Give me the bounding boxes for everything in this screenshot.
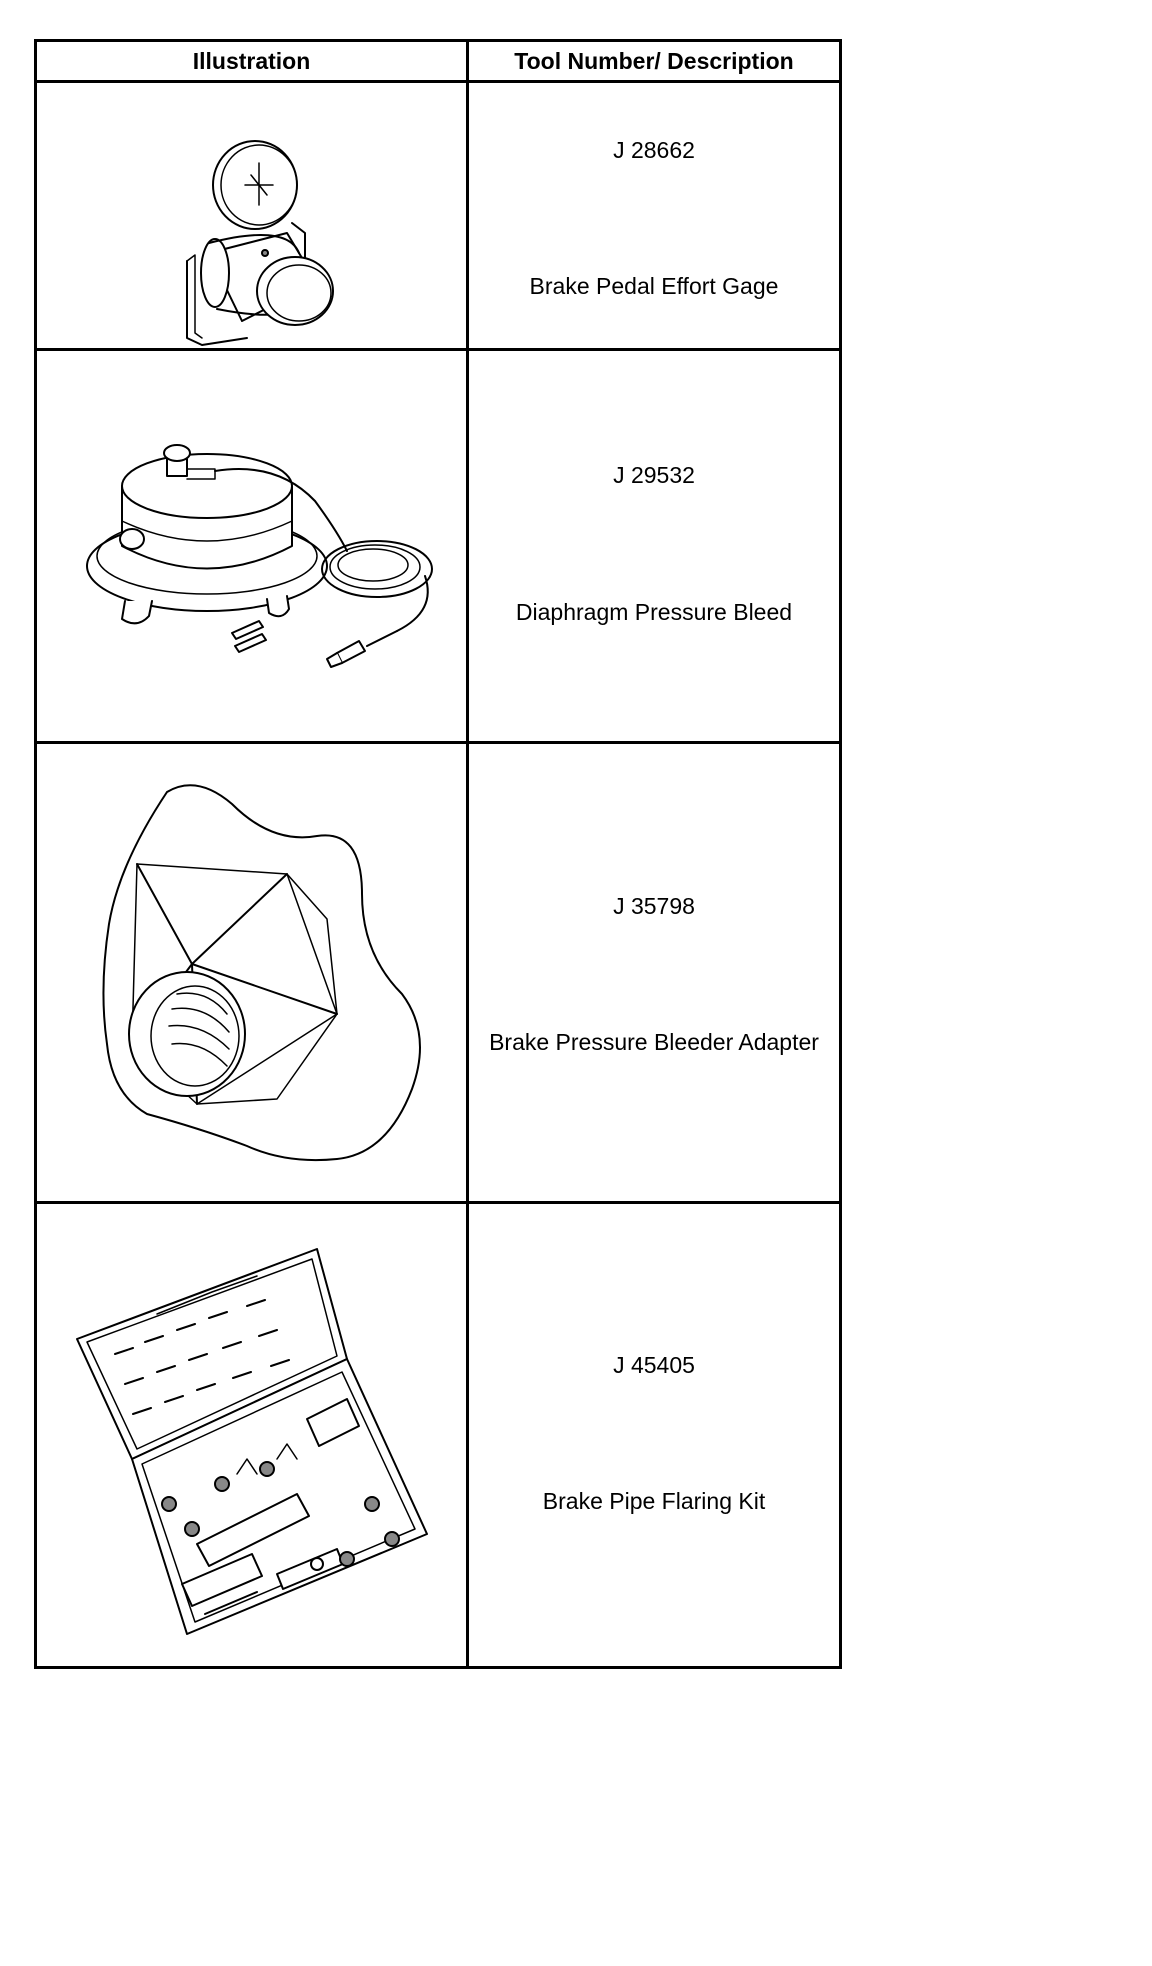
tool-description-cell: J 28662 Brake Pedal Effort Gage (469, 83, 839, 348)
tool-description-column-header: Tool Number/ Description (514, 47, 794, 74)
illustration-cell (37, 744, 469, 1201)
pressure-bleeder-icon (86, 444, 433, 668)
flaring-kit-case-icon (76, 1248, 428, 1635)
tool-number: J 29532 (613, 462, 695, 488)
tool-description: Brake Pedal Effort Gage (529, 273, 779, 299)
illustration-column-header: Illustration (37, 42, 469, 80)
tool-number: J 28662 (613, 137, 695, 163)
tool-description: Brake Pressure Bleeder Adapter (489, 1029, 819, 1055)
tool-description-cell: J 45405 Brake Pipe Flaring Kit (469, 1204, 839, 1666)
table-header-row: Illustration Tool Number/ Description (37, 42, 839, 83)
tool-description-cell: J 29532 Diaphragm Pressure Bleed (469, 351, 839, 741)
tool-description-cell: J 35798 Brake Pressure Bleeder Adapter (469, 744, 839, 1201)
table-row: J 29532 Diaphragm Pressure Bleed (37, 351, 839, 744)
tool-description: Diaphragm Pressure Bleed (515, 599, 793, 625)
tool-table: Illustration Tool Number/ Description (34, 39, 842, 1669)
table-row: J 35798 Brake Pressure Bleeder Adapter (37, 744, 839, 1204)
illustration-cell (37, 351, 469, 741)
tool-number: J 35798 (613, 893, 695, 919)
pressure-gauge-icon (186, 140, 334, 346)
tool-number: J 45405 (613, 1352, 695, 1378)
illustration-cell (37, 83, 469, 348)
bleeder-adapter-icon (102, 784, 421, 1162)
table-row: J 28662 Brake Pedal Effort Gage (37, 83, 839, 351)
table-row: J 45405 Brake Pipe Flaring Kit (37, 1204, 839, 1666)
tool-description: Brake Pipe Flaring Kit (542, 1488, 766, 1514)
illustration-cell (37, 1204, 469, 1666)
